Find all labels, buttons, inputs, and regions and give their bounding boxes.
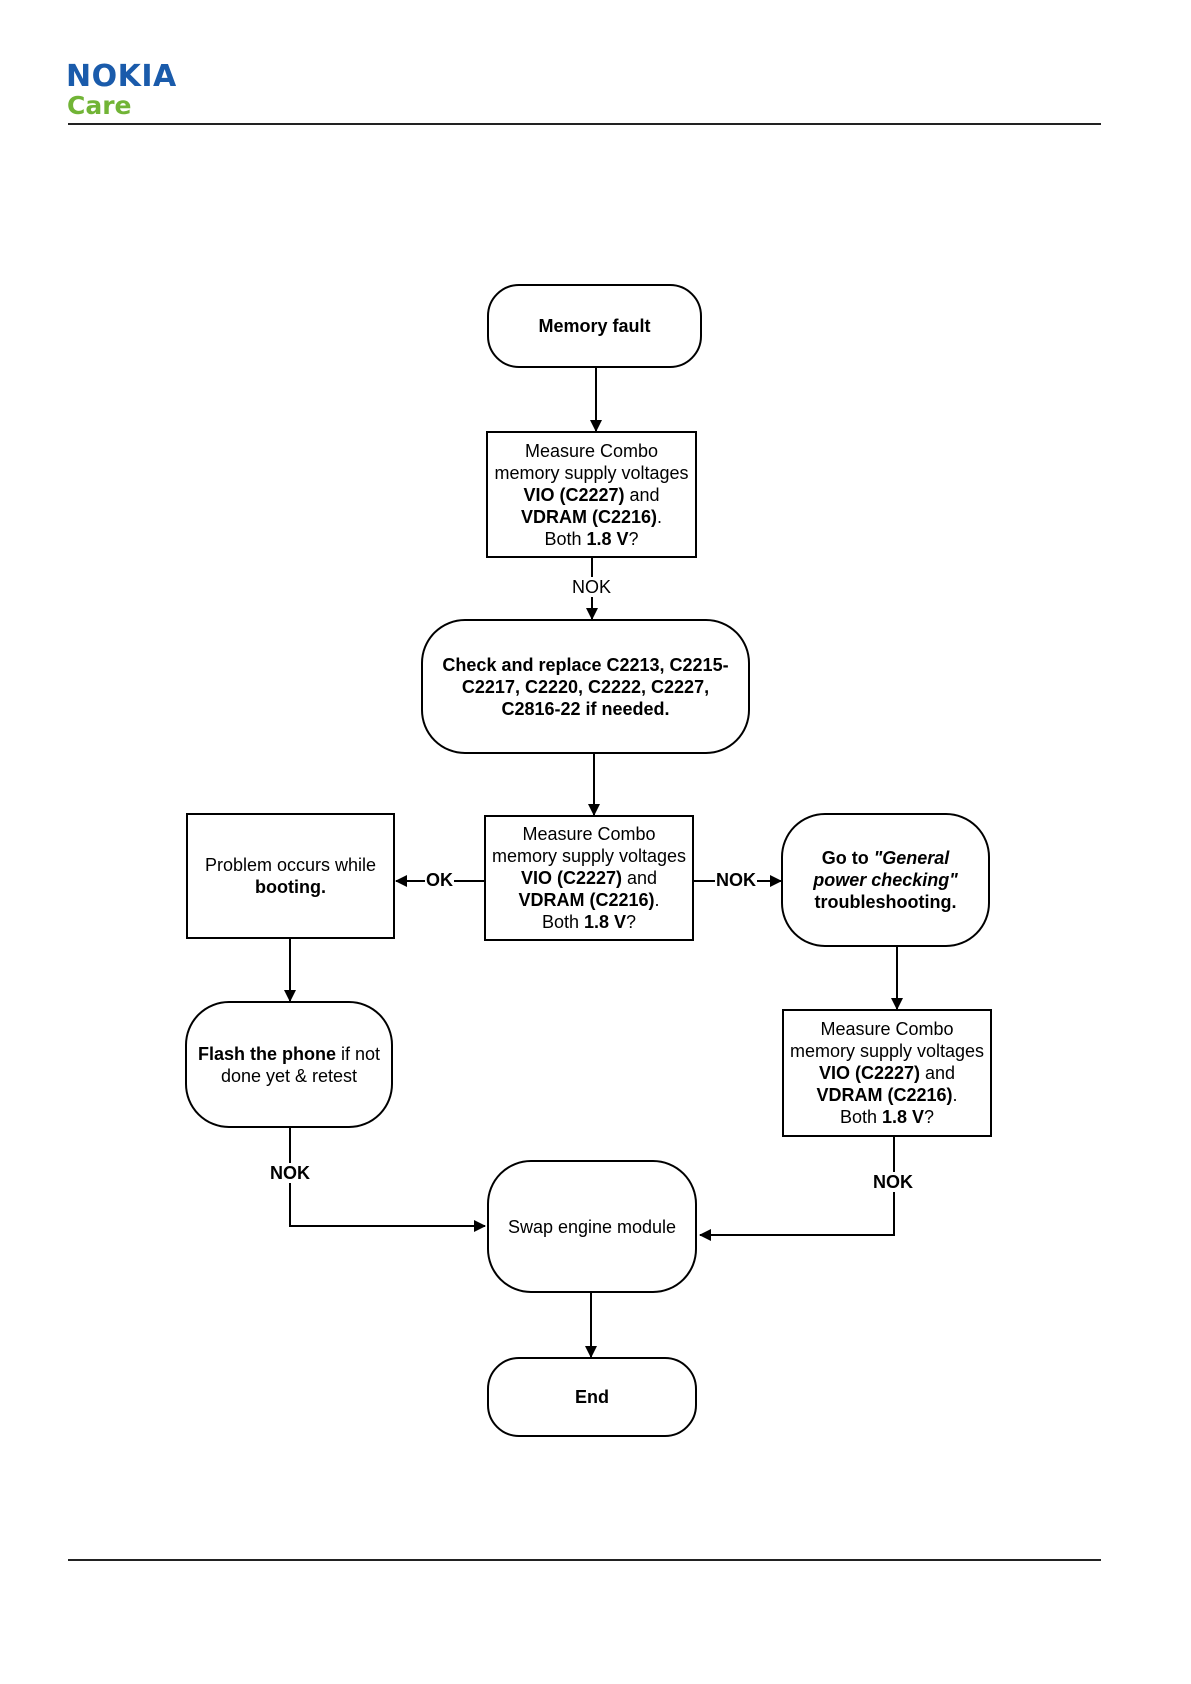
general-line3: troubleshooting. [814, 892, 957, 912]
measure1-vdram: VDRAM (C2216) [520, 506, 657, 527]
check-line1: Check and replace C2213, C2215- [442, 654, 729, 675]
general-ref2: power checking" [813, 870, 958, 890]
measure3-q: ? [924, 1107, 935, 1127]
measure2-both: Both [541, 912, 584, 932]
measure3-vio: VIO (C2227) [818, 1063, 920, 1083]
measure1-volt: 1.8 V [586, 528, 629, 549]
measure1-q: ? [628, 528, 639, 549]
care-logo-text: Care [67, 91, 132, 120]
arrow-flash-to-swap [289, 1128, 486, 1232]
measure1-line1: Measure Combo [524, 440, 659, 461]
measure3-line1: Measure Combo [820, 1019, 954, 1039]
label-nok-1: NOK [571, 577, 613, 597]
measure2-volt: 1.8 V [583, 912, 627, 932]
footer-divider [68, 1559, 1101, 1561]
swap-text: Swap engine module [507, 1216, 677, 1237]
start-node-text: Memory fault [538, 316, 651, 336]
check-replace-node: Check and replace C2213, C2215- C2217, C… [421, 619, 750, 754]
end-text: End [575, 1387, 609, 1407]
nokia-logo: NOKIA [66, 59, 177, 94]
measure2-vio: VIO (C2227) [520, 868, 622, 888]
check-line3: C2816-22 if needed. [501, 698, 670, 719]
measure3-dot: . [952, 1085, 958, 1105]
problem-line1: Problem occurs while [204, 855, 377, 875]
measure1-line2: memory supply voltages [494, 462, 689, 483]
measure3-and: and [920, 1063, 956, 1083]
flash-bold: Flash the phone [197, 1043, 336, 1064]
measure3-vdram: VDRAM (C2216) [816, 1085, 953, 1105]
measure1-dot: . [657, 506, 663, 527]
end-node: End [487, 1357, 697, 1437]
measure2-dot: . [654, 890, 660, 910]
arrow-measure3-to-swap [699, 1137, 895, 1241]
measure3-volt: 1.8 V [881, 1107, 925, 1127]
measure2-vdram: VDRAM (C2216) [518, 890, 655, 910]
measure2-line1: Measure Combo [522, 824, 656, 844]
measure-voltage-box-1: Measure Combo memory supply voltages VIO… [486, 431, 697, 558]
flash-rest: if not [335, 1043, 381, 1064]
measure2-q: ? [626, 912, 637, 932]
measure1-both: Both [544, 528, 587, 549]
label-nok-4: NOK [872, 1172, 914, 1192]
label-nok-3: NOK [269, 1163, 311, 1183]
measure2-and: and [622, 868, 658, 888]
general-power-checking-node: Go to "General power checking" troublesh… [781, 813, 990, 947]
start-node-memory-fault: Memory fault [487, 284, 702, 368]
measure-voltage-box-2: Measure Combo memory supply voltages VIO… [484, 815, 694, 941]
measure2-line2: memory supply voltages [491, 846, 687, 866]
check-line2: C2217, C2220, C2222, C2227, [461, 676, 710, 697]
label-nok-2: NOK [715, 870, 757, 890]
measure3-both: Both [839, 1107, 882, 1127]
general-goto: Go to [821, 848, 874, 868]
measure3-line2: memory supply voltages [789, 1041, 985, 1061]
problem-line2: booting. [255, 877, 326, 897]
flash-line2: done yet & retest [220, 1065, 358, 1086]
flash-phone-node: Flash the phone if not done yet & retest [185, 1001, 393, 1128]
header-divider [68, 123, 1101, 125]
measure1-vio: VIO (C2227) [523, 484, 625, 505]
problem-booting-box: Problem occurs while booting. [186, 813, 395, 939]
swap-engine-module-node: Swap engine module [487, 1160, 697, 1293]
measure-voltage-box-3: Measure Combo memory supply voltages VIO… [782, 1009, 992, 1137]
general-ref1: "General [873, 848, 950, 868]
measure1-and: and [624, 484, 660, 505]
label-ok: OK [425, 870, 454, 890]
